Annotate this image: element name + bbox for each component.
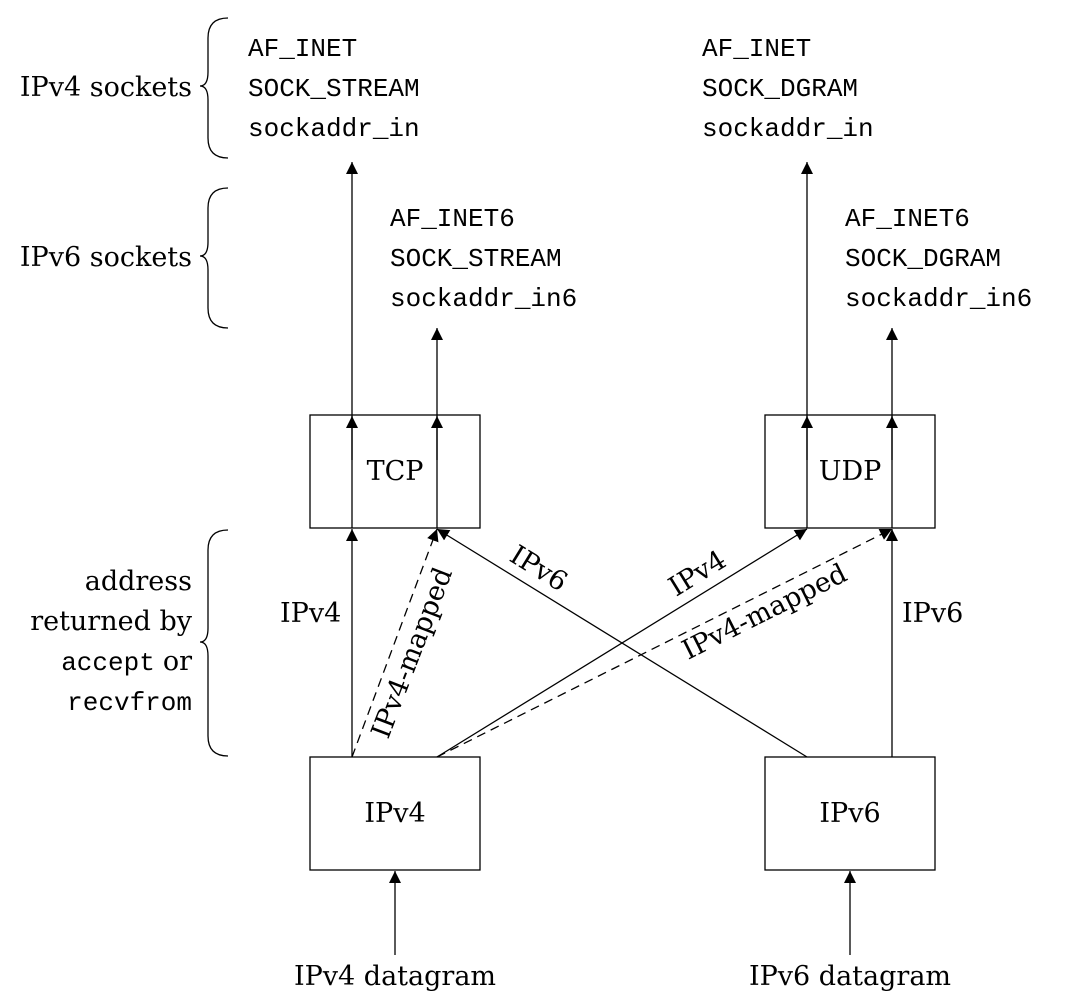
ipv4-to-udp-label: IPv4	[663, 544, 731, 603]
address-label-line-2: returned by	[30, 606, 193, 637]
ipv6-sockets-label: IPv6 sockets	[20, 242, 192, 273]
ipv6-sockets-brace	[199, 187, 229, 329]
or-word: or	[163, 646, 192, 677]
ipv4-mapped-to-tcp-edge	[351, 528, 439, 758]
recvfrom-call: recvfrom	[67, 688, 192, 718]
ipv4-sockets-brace	[199, 17, 229, 159]
ipv4-mapped-to-tcp-label: IPv4-mapped	[366, 563, 459, 742]
ipv4-udp-type: SOCK_DGRAM	[702, 74, 858, 104]
ipv6-to-udp-label: IPv6	[902, 598, 963, 629]
accept-or-label: accept or	[61, 646, 192, 678]
ipv4-sockets-label: IPv4 sockets	[20, 72, 192, 103]
ipv6-to-tcp-label: IPv6	[504, 540, 572, 599]
ipv6-udp-type: SOCK_DGRAM	[845, 244, 1001, 274]
ipv4-udp-family: AF_INET	[702, 34, 811, 64]
ipv4-datagram-label: IPv4 datagram	[294, 961, 496, 992]
ipv4-tcp-type: SOCK_STREAM	[248, 74, 420, 104]
udp-box	[764, 414, 936, 529]
ipv6-box	[764, 756, 936, 871]
ipv6-tcp-addr: sockaddr_in6	[390, 284, 577, 314]
ipv4-tcp-family: AF_INET	[248, 34, 357, 64]
ipv6-box-label: IPv6	[819, 798, 880, 829]
tcp-box	[309, 414, 481, 529]
accept-call: accept	[61, 648, 155, 678]
ipv6-datagram-label: IPv6 datagram	[749, 961, 951, 992]
ipv6-tcp-type: SOCK_STREAM	[390, 244, 562, 274]
address-label-line-1: address	[85, 566, 192, 597]
ipv4-mapped-to-udp-edge	[436, 528, 893, 758]
address-returned-brace	[199, 529, 229, 757]
tcp-box-label: TCP	[367, 456, 424, 487]
ipv4-to-udp-edge	[436, 528, 808, 758]
ipv6-udp-addr: sockaddr_in6	[845, 284, 1032, 314]
ipv4-box-label: IPv4	[364, 798, 425, 829]
ipv6-tcp-family: AF_INET6	[390, 204, 515, 234]
ipv6-udp-family: AF_INET6	[845, 204, 970, 234]
ipv4-box	[309, 756, 481, 871]
ipv4-udp-addr: sockaddr_in	[702, 114, 874, 144]
udp-box-label: UDP	[819, 456, 882, 487]
ipv4-to-tcp-label: IPv4	[280, 598, 341, 629]
ipv4-tcp-addr: sockaddr_in	[248, 114, 420, 144]
